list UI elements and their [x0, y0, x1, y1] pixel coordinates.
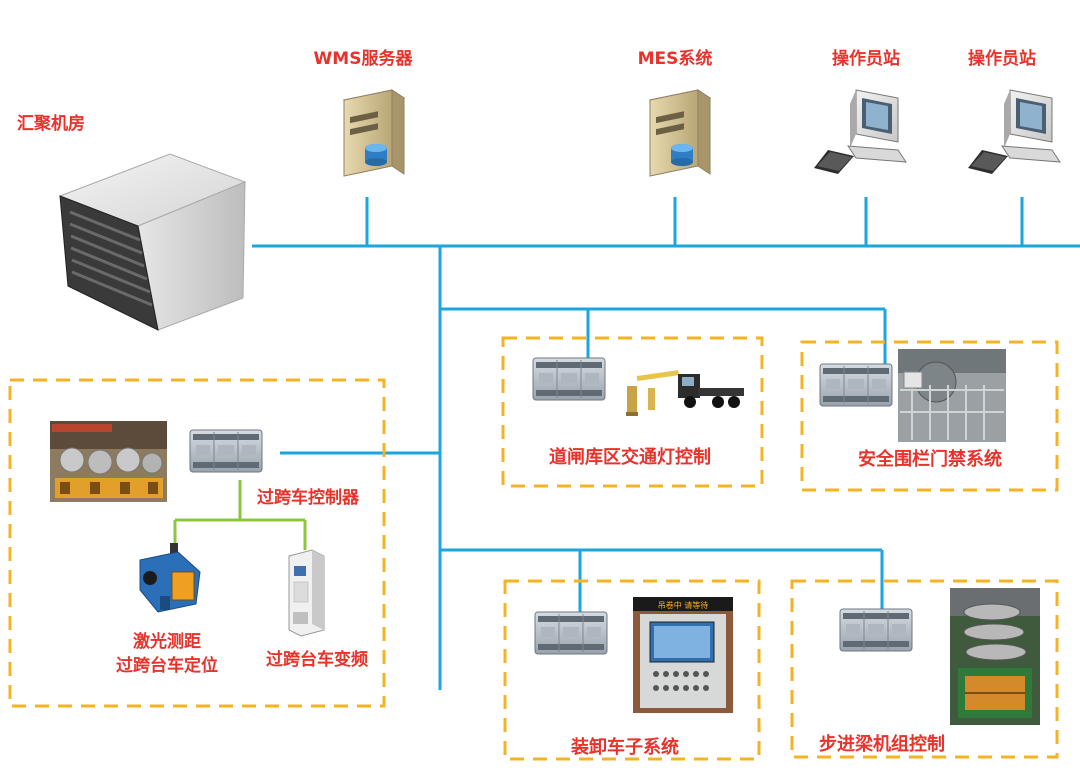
- hmi-panel-icon: 吊卷中 请等待: [633, 597, 733, 713]
- fence-photo-icon: [898, 349, 1006, 442]
- wms-server-icon: [343, 89, 405, 177]
- safety-fence-label: 安全围栏门禁系统: [858, 449, 1002, 470]
- loading-plc-icon: [534, 611, 608, 655]
- inverter-icon: [288, 549, 325, 637]
- crossing-cart-box: [8, 378, 386, 708]
- operator-station-icon: [967, 89, 1061, 175]
- walking-beam-box: [790, 579, 1059, 759]
- cart-positioning-label: 过跨台车定位: [116, 656, 218, 676]
- laser-sensor-icon: [139, 543, 201, 613]
- crossing-controller-label: 过跨车控制器: [257, 488, 359, 508]
- laser-ranging-label: 激光测距: [133, 632, 201, 652]
- datacenter-label: 汇聚机房: [17, 114, 85, 134]
- gate-plc-icon: [532, 357, 606, 401]
- operator-station-icon: [813, 89, 907, 175]
- loading-subsystem-label: 装卸车子系统: [571, 737, 679, 758]
- gate-box: [501, 336, 764, 488]
- crane-photo-icon: [50, 421, 167, 502]
- crossing-controller-plc-icon: [189, 429, 263, 473]
- cart-vfd-label: 过跨台车变频: [266, 650, 368, 670]
- loading-box: [503, 579, 761, 761]
- barrier-gate-icon: [626, 370, 680, 416]
- truck-icon: [678, 374, 744, 408]
- wms-server-label: WMS服务器: [313, 49, 413, 69]
- walking-beam-label: 步进梁机组控制: [819, 734, 945, 755]
- operator-station-label-2: 操作员站: [968, 49, 1036, 69]
- fence-plc-icon: [819, 363, 893, 407]
- gate-traffic-light-label: 道闸库区交通灯控制: [549, 447, 711, 468]
- walking-beam-plc-icon: [839, 608, 913, 652]
- fence-box: [800, 340, 1059, 492]
- mes-server-icon: [649, 89, 711, 177]
- mes-system-label: MES系统: [637, 49, 713, 69]
- field-bus-lines: [173, 480, 307, 550]
- rack-server-icon: [58, 153, 247, 331]
- operator-station-label: 操作员站: [832, 49, 900, 69]
- hmi-top-text: 吊卷中 请等待: [658, 600, 709, 610]
- rolling-mill-photo-icon: [950, 588, 1040, 725]
- network-lines: [252, 197, 1080, 690]
